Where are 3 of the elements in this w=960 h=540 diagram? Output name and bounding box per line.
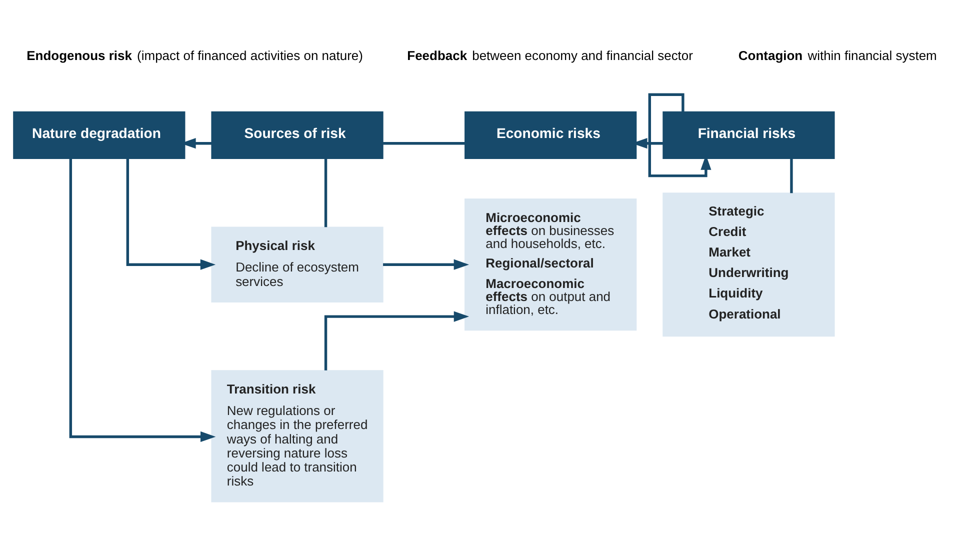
label: Endogenous risk (impact of financed activities on nature) [26,48,362,64]
label: Feedback between economy and financial sector [406,48,692,64]
label: Contagion within financial system [738,48,936,64]
